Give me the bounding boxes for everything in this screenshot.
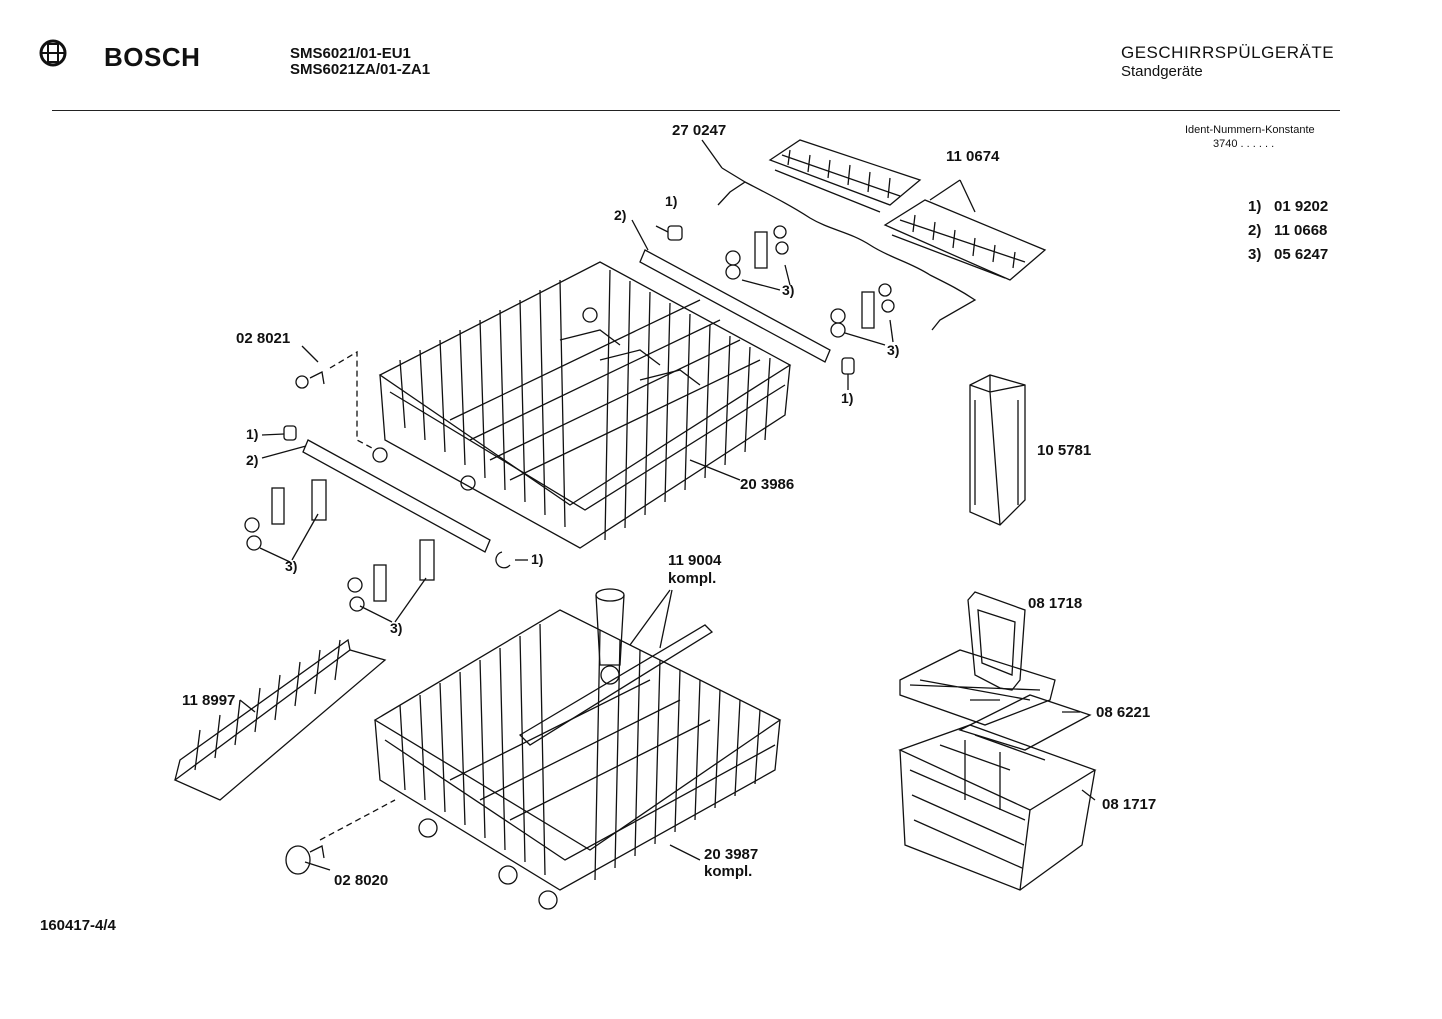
- cutlery-basket: [898, 724, 1097, 891]
- category-title: GESCHIRRSPÜLGERÄTE: [1121, 43, 1335, 62]
- part-270247: 27 0247: [672, 122, 727, 139]
- part-119004: 11 9004: [668, 552, 722, 569]
- callout-2-left: 2): [246, 452, 259, 468]
- cutlery-basket-handle: [967, 591, 1026, 691]
- part-028021: 02 8021: [236, 330, 291, 347]
- part-028020: 02 8020: [334, 872, 389, 889]
- part-081718: 08 1718: [1028, 595, 1083, 612]
- part-118997: 11 8997: [182, 692, 236, 709]
- legend-key-2: 2): [1248, 222, 1262, 239]
- callout-3-mid: 3): [390, 620, 403, 636]
- part-203986: 20 3986: [740, 476, 795, 493]
- model-line-2: SMS6021ZA/01-ZA1: [290, 61, 431, 78]
- legend-number-3: 05 6247: [1274, 246, 1329, 263]
- brand-name: BOSCH: [104, 42, 201, 72]
- callout-leaders: [259, 219, 1096, 871]
- cutlery-basket-grid: [899, 649, 1092, 751]
- upper-basket: [378, 261, 792, 549]
- leader-270247: [701, 139, 723, 169]
- rack-rail-wire: [717, 167, 977, 331]
- part-105781: 10 5781: [1037, 442, 1092, 459]
- part-203987: 20 3987: [704, 846, 759, 863]
- ident-value: 3740 . . . . . .: [1213, 138, 1275, 150]
- legend-number-1: 01 9202: [1274, 198, 1329, 215]
- callout-3-right: 3): [887, 342, 900, 358]
- knife-rack: [173, 638, 387, 801]
- legend-number-2: 11 0668: [1274, 222, 1328, 239]
- clip-parts: [244, 225, 895, 612]
- leader-110674-b: [959, 179, 976, 213]
- drawing-number: 160417-4/4: [40, 917, 116, 934]
- callout-3-left: 3): [285, 558, 298, 574]
- wheel-028020: [285, 845, 325, 875]
- lower-basket: [373, 609, 782, 910]
- rail-left: [302, 439, 491, 553]
- bosch-armature-icon: [39, 39, 67, 67]
- callout-1-right: 1): [841, 390, 854, 406]
- callout-1-mid: 1): [531, 551, 544, 567]
- part-086221: 08 6221: [1096, 704, 1151, 721]
- cup-shelf-upper: [768, 139, 922, 213]
- bosch-logo: BOSCH: [38, 38, 238, 78]
- dashed-leader-028020: [319, 799, 396, 841]
- dashed-leader-028021: [329, 350, 373, 449]
- part-119004-note: kompl.: [668, 570, 717, 587]
- tall-cutlery-container: [969, 374, 1026, 526]
- callout-1-left: 1): [246, 426, 259, 442]
- callout-1-top: 1): [665, 193, 678, 209]
- rail-upper-right: [639, 249, 831, 363]
- ident-label: Ident-Nummern-Konstante: [1185, 124, 1315, 136]
- spray-arm: [518, 588, 714, 746]
- callout-3-top: 3): [782, 282, 795, 298]
- model-line-1: SMS6021/01-EU1: [290, 45, 411, 62]
- header-rule: [52, 110, 1340, 111]
- leader-110674-a: [929, 179, 961, 201]
- category-subtitle: Standgeräte: [1121, 63, 1203, 80]
- part-203987-note: kompl.: [704, 863, 753, 880]
- leader-203986: [689, 459, 741, 481]
- callout-2-top: 2): [614, 207, 627, 223]
- leader-028021: [301, 345, 319, 363]
- leader-118997: [239, 699, 256, 713]
- legend-key-1: 1): [1248, 198, 1262, 215]
- part-081717: 08 1717: [1102, 796, 1157, 813]
- part-110674: 11 0674: [946, 148, 1000, 165]
- cup-shelf-lower: [883, 199, 1047, 281]
- legend-key-3: 3): [1248, 246, 1262, 263]
